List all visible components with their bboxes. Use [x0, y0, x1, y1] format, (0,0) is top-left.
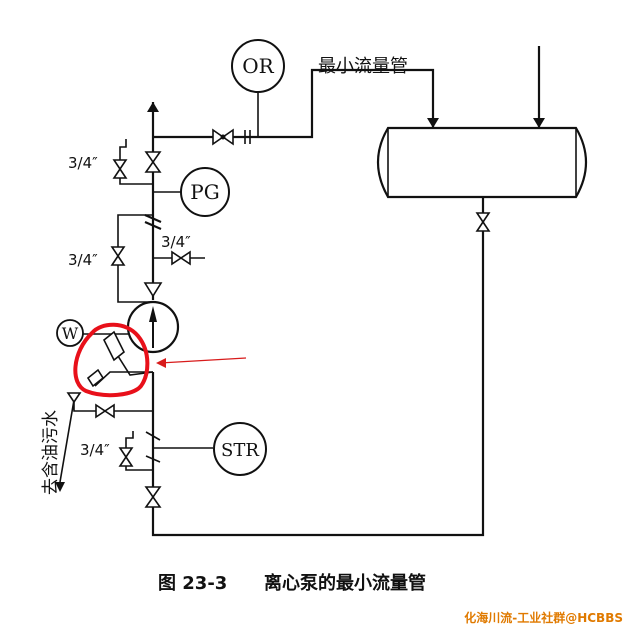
- inlet-arrow-right: [533, 118, 545, 128]
- vessel-inlet-lines: [258, 46, 545, 139]
- vent-valve-top: [112, 159, 128, 179]
- discharge-arrow-up: [147, 102, 159, 112]
- suction-line: [151, 197, 491, 537]
- suction-gate-valve: [144, 486, 162, 508]
- drain-reducer: [66, 392, 82, 404]
- svg-text:OR: OR: [242, 54, 274, 78]
- figure-number: 图 23-3: [158, 573, 227, 594]
- discharge-line: [110, 102, 258, 303]
- figure-title: 离心泵的最小流量管: [264, 572, 426, 594]
- highlight-annotation: [73, 322, 247, 398]
- pg-instrument: PG: [180, 167, 230, 217]
- vent-top: [112, 139, 153, 185]
- min-flow-line-label: 最小流量管: [318, 56, 408, 77]
- suction-components: [118, 431, 213, 508]
- centrifugal-pump: [126, 300, 180, 354]
- drain-line: [55, 392, 153, 492]
- discharge-gate-valve: [144, 151, 162, 173]
- size-label-vent-top: 3/4″: [68, 154, 98, 172]
- svg-text:PG: PG: [190, 180, 219, 204]
- size-label-suction-vent: 3/4″: [80, 441, 110, 459]
- vessel-outlet-valve: [475, 212, 491, 232]
- check-valve: [144, 213, 162, 231]
- min-flow-control-valve: [212, 128, 234, 146]
- w-instrument: W: [56, 319, 84, 347]
- figure-caption: 图 23-3 离心泵的最小流量管: [158, 572, 426, 594]
- svg-text:W: W: [62, 324, 79, 343]
- drain-valve-horizontal: [171, 250, 191, 266]
- or-instrument: OR: [231, 39, 285, 93]
- inlet-arrow-min-flow: [427, 118, 439, 128]
- size-label-bypass: 3/4″: [68, 251, 98, 269]
- drain-valve: [95, 403, 115, 419]
- size-label-drain: 3/4″: [161, 233, 191, 251]
- str-instrument: STR: [213, 422, 267, 476]
- svg-text:STR: STR: [221, 440, 259, 461]
- drain-dirty-oil-label: 去含油污水: [41, 410, 61, 495]
- outlet-reducer: [143, 282, 163, 298]
- horizontal-vessel: [377, 126, 587, 199]
- watermark: 化海川流-工业社群@HCBBS: [464, 610, 623, 625]
- suction-vent-valve: [118, 447, 134, 467]
- bypass-valve: [110, 246, 126, 266]
- min-flow-instrumentation: [212, 92, 259, 146]
